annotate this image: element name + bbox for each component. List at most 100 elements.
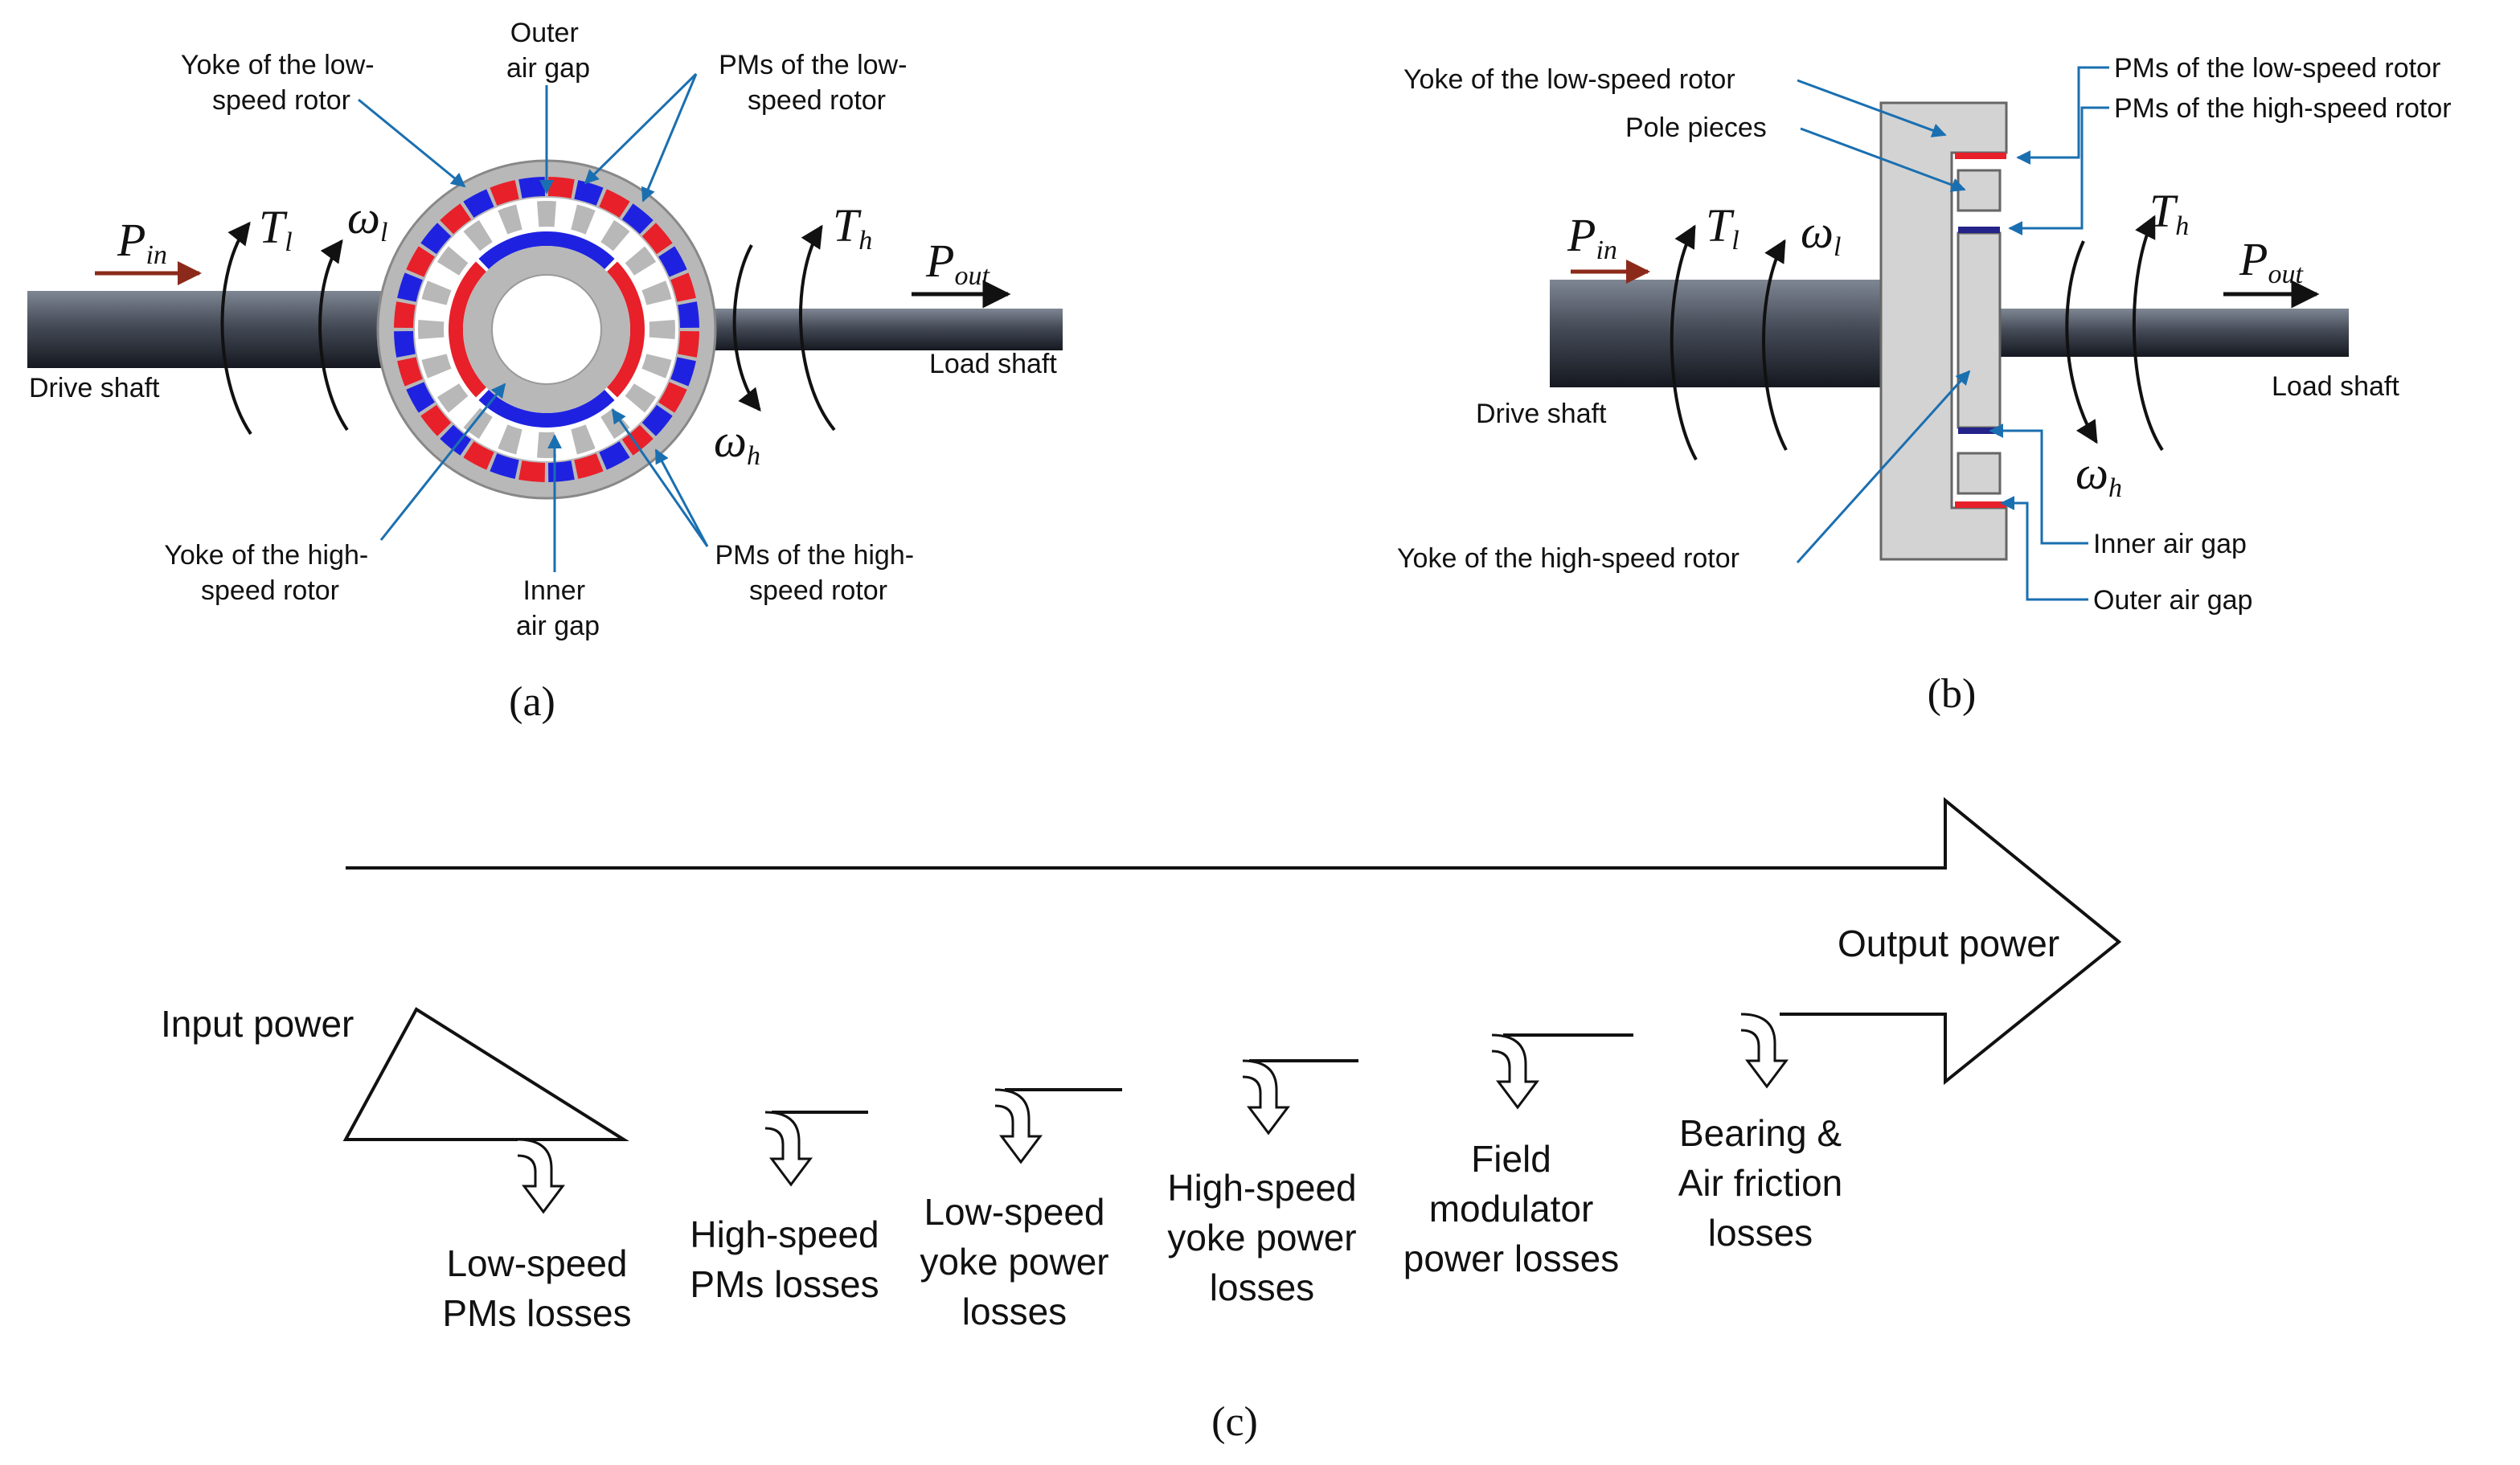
low-speed-pm	[547, 177, 575, 198]
pm-high-bottom	[1958, 428, 2000, 434]
speed-high-arc	[732, 244, 761, 412]
leader-pm-high-2	[654, 448, 709, 547]
pole-piece	[463, 407, 493, 440]
leader-yoke-high	[379, 383, 506, 541]
low-speed-pm	[440, 203, 472, 235]
torque-high-arc	[799, 224, 836, 432]
label-outer-gap: Outer air gap	[506, 18, 590, 84]
caption-c: (c)	[1211, 1399, 1258, 1445]
label-yoke-low: Yoke of the low- speed rotor	[181, 50, 382, 116]
label-drive-shaft-b: Drive shaft	[1476, 399, 1607, 429]
pole-piece	[436, 383, 469, 413]
leader-pm-low-b	[2016, 66, 2109, 165]
low-speed-pm	[406, 246, 435, 277]
low-speed-pm	[420, 404, 452, 436]
label-pm-low-b: PMs of the low-speed rotor	[2114, 53, 2440, 84]
loss-label-line: High-speed	[690, 1213, 879, 1255]
low-speed-pm	[420, 223, 452, 255]
pm-low-top	[1955, 153, 2006, 159]
low-speed-pm	[547, 460, 575, 482]
caption-a: (a)	[509, 679, 555, 725]
low-speed-pm	[574, 180, 604, 206]
low-speed-pm	[599, 441, 630, 470]
label-inner-gap-b: Inner air gap	[2093, 529, 2247, 559]
load-shaft-b	[1997, 309, 2349, 357]
loss-label-line: Bearing &	[1679, 1112, 1842, 1154]
low-speed-pm	[658, 382, 687, 413]
loss-arrows	[517, 1013, 1789, 1214]
loss-arrow	[764, 1111, 813, 1187]
low-speed-pm	[490, 453, 519, 479]
leader-yoke-low-b	[1797, 79, 1947, 137]
loss-label-line: Low-speed	[924, 1191, 1104, 1233]
pole-piece-ring	[417, 201, 676, 459]
leader-yoke-high-b	[1796, 370, 1971, 564]
loss-label: Bearing & Air friction losses	[1678, 1112, 1842, 1254]
panel-a: Pin Tl ωl ωh Th Pout Drive shaft Load sh…	[27, 18, 1063, 725]
t-high-symbol-b: Th	[2149, 185, 2189, 241]
pole-piece	[537, 201, 556, 227]
low-speed-pm	[463, 189, 494, 218]
t-low-symbol-b: Tl	[1706, 199, 1739, 256]
low-speed-pm	[397, 272, 423, 302]
pole-piece	[537, 432, 556, 459]
pole-piece	[436, 246, 469, 276]
label-output-power: Output power	[1838, 923, 2059, 964]
drive-shaft	[27, 291, 399, 368]
low-speed-pm	[490, 180, 519, 206]
low-speed-pm	[670, 272, 696, 302]
high-speed-pm	[449, 261, 487, 398]
torque-high-arc-b	[2132, 215, 2164, 452]
loss-label-line: losses	[962, 1291, 1067, 1332]
pole-piece	[641, 280, 672, 305]
label-yoke-high: Yoke of the high- speed rotor	[164, 540, 375, 606]
pole-piece-bottom	[1957, 452, 2002, 495]
loss-label-line: modulator	[1429, 1188, 1594, 1230]
pole-piece	[571, 204, 596, 235]
high-speed-yoke	[1957, 231, 2002, 429]
loss-arrow	[1491, 1033, 1539, 1110]
pole-piece	[498, 204, 522, 235]
high-speed-pm	[606, 261, 645, 398]
shaft-bore	[491, 274, 602, 385]
leader-pm-low-2	[641, 73, 698, 203]
speed-low-arc-b	[1762, 239, 1788, 451]
p-in-symbol: Pin	[117, 214, 167, 270]
loss-arrow	[1242, 1059, 1290, 1136]
label-pole-pieces-b: Pole pieces	[1625, 113, 1767, 143]
pole-piece	[649, 320, 676, 339]
low-speed-pm	[599, 189, 630, 218]
speed-low-arc	[318, 239, 349, 432]
label-pm-high-b: PMs of the high-speed rotor	[2114, 93, 2452, 124]
label-drive-shaft: Drive shaft	[29, 373, 160, 403]
leader-yoke-low	[358, 98, 466, 188]
w-high-symbol: ωh	[714, 415, 760, 471]
w-high-symbol-b: ωh	[2075, 447, 2122, 503]
panel-b: Pin Tl ωl ωh Th Pout Drive shaft Load sh…	[1397, 53, 2452, 717]
load-shaft	[707, 309, 1063, 350]
leader-inner-gap-b	[1989, 424, 2088, 545]
loss-arrow	[517, 1138, 565, 1214]
pole-piece	[600, 219, 630, 252]
power-flow-arrow	[342, 796, 2122, 1141]
low-speed-pm	[518, 460, 546, 482]
low-speed-pm	[394, 330, 416, 358]
low-speed-pm	[678, 330, 699, 358]
speed-high-arc-b	[2065, 240, 2098, 444]
loss-arrow	[1740, 1013, 1789, 1089]
low-speed-pm	[641, 223, 673, 255]
loss-arrow	[994, 1088, 1043, 1164]
loss-label-line: losses	[1708, 1212, 1813, 1254]
coaxial-gear-cross-section	[376, 159, 717, 500]
loss-label-line: Air friction	[1678, 1162, 1842, 1204]
low-speed-pm	[394, 301, 416, 329]
label-inner-gap: Inner air gap	[516, 575, 600, 641]
loss-label-line: PMs losses	[442, 1292, 631, 1334]
low-speed-pm	[658, 246, 687, 277]
low-speed-pm	[440, 424, 472, 456]
